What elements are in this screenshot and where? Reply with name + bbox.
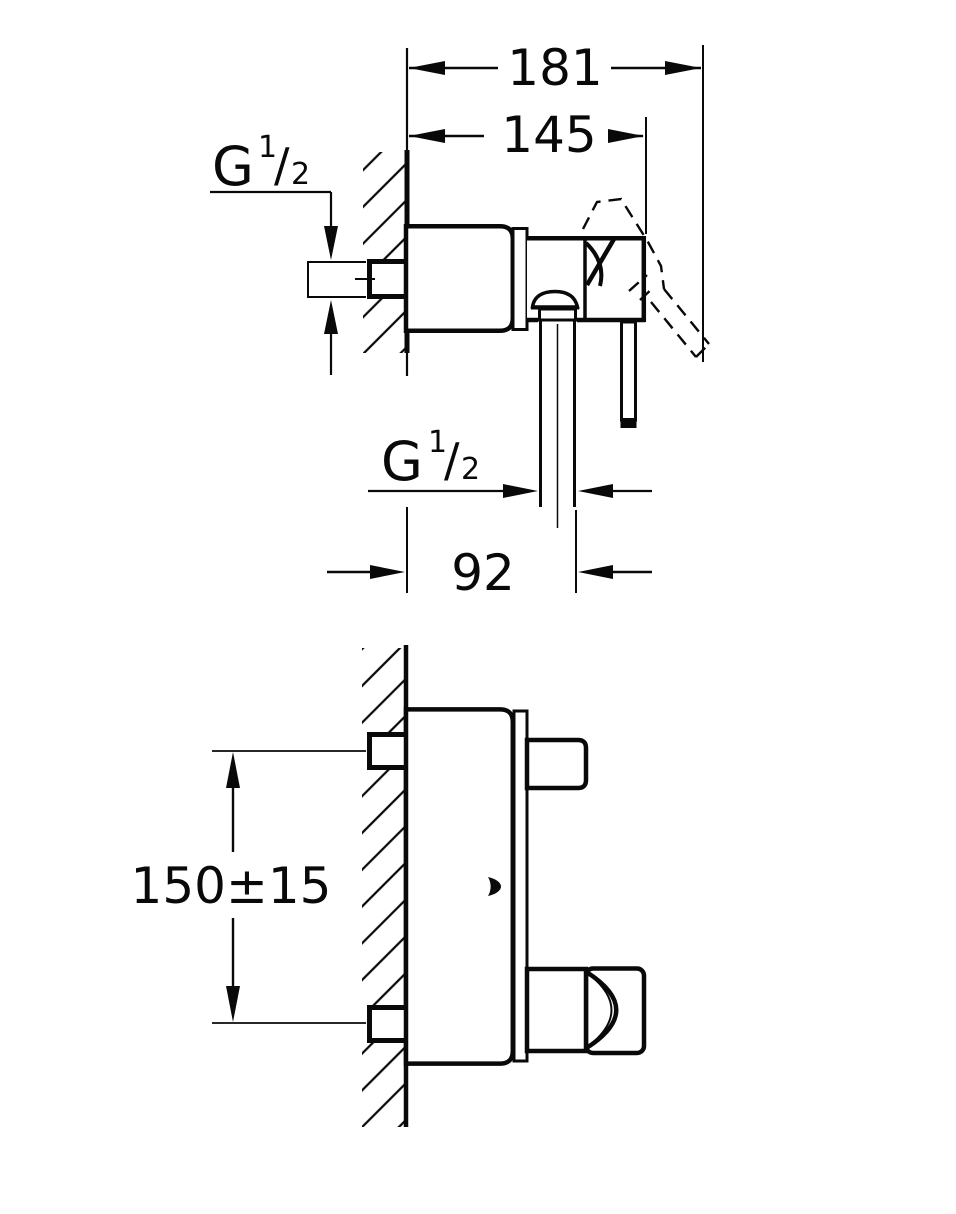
dimension-181-text: 181 bbox=[507, 39, 602, 97]
dimension-181: 181 bbox=[409, 39, 701, 97]
knob-base-arc bbox=[584, 241, 604, 287]
dimension-150: 150±15 bbox=[131, 752, 332, 1022]
svg-text:/: / bbox=[444, 433, 460, 487]
lever-rod-tip bbox=[620, 418, 637, 428]
cartridge-housing bbox=[527, 235, 647, 323]
wall-hatch bbox=[363, 152, 407, 259]
shower-outlet bbox=[530, 289, 580, 528]
lower-supply-pipe bbox=[366, 1005, 409, 1043]
outlet-dome bbox=[530, 289, 580, 309]
inlet-thread-label: G 1 / 2 bbox=[210, 130, 338, 375]
lever-curve-outer bbox=[585, 970, 619, 1050]
svg-text:2: 2 bbox=[291, 157, 310, 192]
arrowhead bbox=[503, 484, 538, 498]
arrowhead bbox=[409, 129, 445, 143]
lever-hub bbox=[524, 966, 589, 1054]
lever-rod bbox=[620, 320, 637, 422]
outlet-collar bbox=[538, 307, 577, 322]
side-view: 181 145 G 1 / 2 bbox=[210, 39, 710, 602]
escutcheon-flange bbox=[511, 227, 529, 331]
svg-text:/: / bbox=[274, 138, 290, 192]
mixer-body bbox=[403, 223, 516, 334]
arrowhead bbox=[409, 61, 445, 75]
front-view: 150±15 bbox=[131, 645, 647, 1127]
dimension-150-text: 150±15 bbox=[131, 857, 332, 915]
lever-raised-dashed bbox=[581, 197, 710, 358]
dimension-92: 92 bbox=[327, 507, 652, 602]
dimension-145: 145 bbox=[409, 106, 644, 164]
wall-hatch bbox=[362, 1042, 406, 1127]
arrowhead bbox=[665, 61, 701, 75]
dimension-145-text: 145 bbox=[501, 106, 596, 164]
outlet-thread-label: G 1 / 2 bbox=[368, 425, 652, 498]
arrowhead bbox=[578, 484, 613, 498]
arrowhead bbox=[226, 986, 240, 1022]
arrowhead bbox=[578, 565, 613, 579]
wall-hatch bbox=[362, 648, 406, 732]
svg-text:G: G bbox=[212, 135, 254, 198]
dimension-92-text: 92 bbox=[451, 544, 515, 602]
outlet-mark bbox=[488, 877, 501, 896]
lever-handle-end-view bbox=[524, 966, 647, 1056]
svg-text:1: 1 bbox=[258, 130, 277, 165]
svg-text:1: 1 bbox=[428, 425, 447, 460]
svg-text:2: 2 bbox=[461, 452, 480, 487]
arrowhead bbox=[608, 129, 644, 143]
arrowhead bbox=[370, 565, 405, 579]
arrowhead bbox=[324, 300, 338, 334]
escutcheon-flange bbox=[512, 709, 529, 1063]
wall-hatch bbox=[363, 299, 407, 353]
lever-curve-inner bbox=[589, 974, 613, 1046]
arrowhead bbox=[226, 752, 240, 788]
wall-hatch bbox=[362, 770, 406, 1005]
upper-supply-pipe bbox=[366, 732, 409, 770]
upper-connection-boss bbox=[524, 737, 589, 791]
arrowhead bbox=[324, 226, 338, 260]
svg-text:G: G bbox=[381, 430, 423, 493]
